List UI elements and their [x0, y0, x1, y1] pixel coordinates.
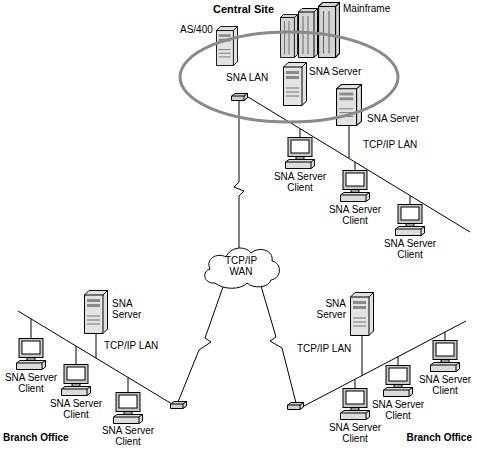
drop-line [362, 336, 363, 376]
device-label: AS/400 [180, 24, 213, 35]
device-label: SNA Server Client [102, 425, 154, 447]
device-label: TCP/IP LAN [104, 340, 158, 351]
drop-line [355, 162, 356, 171]
router-icon [232, 94, 248, 101]
label-slot: SNA Server Client [48, 398, 104, 420]
label-slot: Branch Office [3, 432, 69, 443]
wan-cloud: TCP/IP WAN [199, 242, 283, 290]
device-label: SNA Server Client [384, 238, 436, 260]
device-label: SNA Server Client [419, 374, 471, 396]
device-label: SNA Server [317, 298, 346, 320]
device-label: Mainframe [343, 3, 390, 14]
device-label: SNA Server Client [5, 372, 57, 394]
server-icon [85, 291, 108, 334]
device-label: SNA Server [309, 66, 361, 77]
router-icon [171, 402, 187, 409]
label-slot: SNA Server Client [3, 372, 59, 394]
label-slot: SNA Server Client [272, 171, 328, 193]
label-slot: SNA Server Client [100, 425, 156, 447]
device-label: TCP/IP LAN [297, 343, 351, 354]
server-icon [351, 293, 374, 336]
client-icon [62, 365, 91, 396]
drop-line [355, 379, 356, 389]
label-slot: Branch Office [400, 432, 472, 443]
label-slot: SNA Server [309, 66, 361, 77]
label-slot: TCP/IP LAN [363, 139, 417, 150]
mainframe-cabinet [319, 3, 340, 58]
router-icon [288, 403, 304, 410]
drop-line [398, 357, 399, 366]
site-caption: Branch Office [406, 432, 472, 443]
drop-line [128, 377, 129, 393]
client-icon [17, 339, 46, 370]
client-icon [341, 389, 370, 420]
drop-line [96, 334, 97, 358]
label-slot: Mainframe [343, 3, 390, 14]
as400-icon [216, 26, 237, 65]
site-ellipse [180, 32, 398, 122]
cloud-label: TCP/IP WAN [219, 255, 263, 277]
client-icon [341, 171, 370, 202]
device-label: SNA Server Client [329, 204, 381, 226]
label-slot: SNA Server Client [370, 399, 426, 421]
label-slot: SNA Server [367, 113, 419, 124]
label-slot: SNA Server [112, 298, 148, 320]
label-slot: SNA Server Client [327, 422, 383, 444]
label-slot: SNA Server Client [327, 204, 383, 226]
wan-link [234, 117, 244, 248]
drop-line [300, 129, 301, 138]
device-label: SNA LAN [226, 72, 268, 83]
site-caption: Branch Office [3, 432, 69, 443]
node-outline [178, 2, 402, 126]
device-label: SNA Server Client [372, 399, 424, 421]
device-label: SNA Server [112, 298, 141, 320]
mainframe-cabinet [280, 14, 297, 57]
drop-line [445, 332, 446, 341]
cloud-shape [205, 248, 280, 288]
label-slot: SNA LAN [226, 72, 268, 83]
label-slot: TCP/IP LAN [104, 340, 158, 351]
device-label: SNA Server Client [274, 171, 326, 193]
server-icon [337, 84, 362, 125]
drop-line [410, 196, 411, 206]
drop-line [31, 319, 32, 339]
devices [17, 3, 460, 424]
label-slot: TCP/IP LAN [297, 343, 351, 354]
client-icon [286, 138, 315, 169]
wan-link [178, 287, 223, 402]
label-slot: SNA Server Client [417, 374, 473, 396]
client-icon [384, 366, 413, 397]
drop-line [76, 346, 77, 365]
label-slot: AS/400 [180, 24, 213, 35]
site-heading: Central Site [213, 4, 274, 15]
device-label: SNA Server [367, 113, 419, 124]
server-icon [284, 63, 307, 106]
label-slot: SNA Server Client [382, 238, 438, 260]
site-outline: Central Site [178, 2, 402, 126]
device-label: SNA Server Client [50, 398, 102, 420]
lan-wires [18, 97, 470, 406]
client-icon [431, 341, 460, 372]
device-label: SNA Server Client [329, 422, 381, 444]
client-icon [396, 205, 425, 236]
drop-line [349, 126, 350, 158]
device-label: TCP/IP LAN [363, 139, 417, 150]
client-icon [114, 393, 143, 424]
wan-link [261, 286, 296, 403]
router-link [239, 101, 240, 118]
label-slot: SNA Server [310, 298, 346, 320]
